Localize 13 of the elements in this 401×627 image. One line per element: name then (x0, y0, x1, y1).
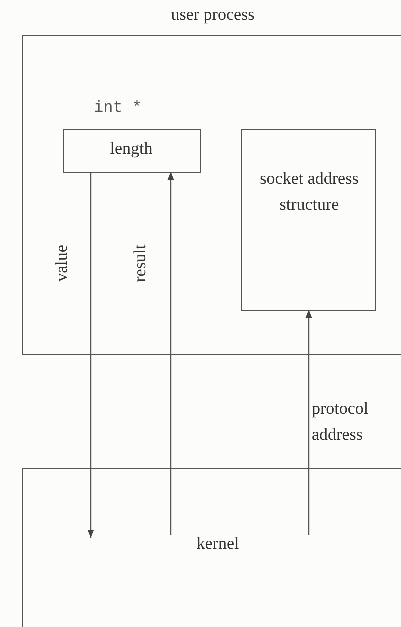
structure-box (241, 129, 376, 311)
arrow (168, 172, 174, 535)
node-label: socket address structure (259, 168, 360, 216)
node-label: kernel (196, 533, 240, 555)
edge-label: protocol address (312, 398, 370, 446)
arrow (88, 172, 94, 538)
type-label: int * (94, 98, 142, 119)
heading: user process (170, 4, 256, 26)
edge-label: result (129, 244, 150, 282)
edge-label: value (50, 245, 72, 282)
kernel-box (22, 468, 401, 627)
arrow (306, 310, 312, 535)
node-label: length (109, 138, 154, 160)
